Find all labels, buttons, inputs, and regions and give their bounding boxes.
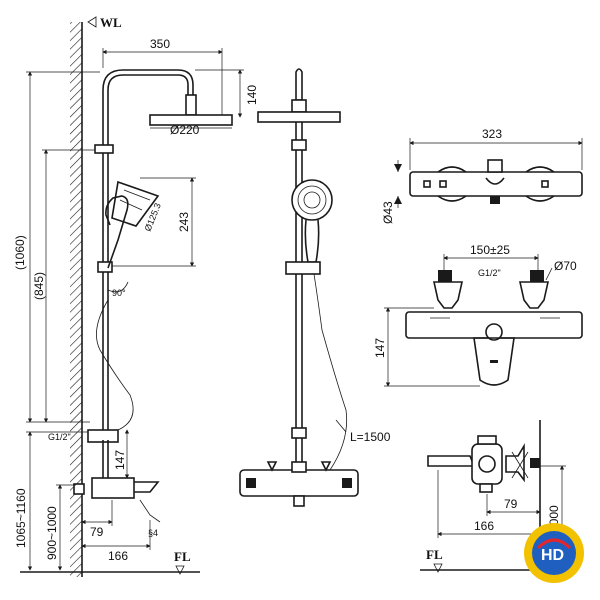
hose-side <box>96 299 134 431</box>
dim-plan-width: 323 <box>482 127 502 141</box>
mixer-front <box>239 469 359 497</box>
side-view: WL 350 140 Ø220 Ø125.3 2 <box>13 15 259 577</box>
wall-hatch <box>70 22 82 577</box>
inlet-right <box>519 281 549 309</box>
slide-holder <box>97 261 113 273</box>
svg-text:§4: §4 <box>148 528 158 538</box>
dim-angle: 90° <box>112 288 126 298</box>
diverter-knob <box>485 323 503 341</box>
dim-hose-length: L=1500 <box>350 430 391 444</box>
dim-centers: 150±25 <box>470 243 510 257</box>
dim-head-drop: 140 <box>245 85 259 105</box>
inlet-left <box>433 281 463 309</box>
dim-outlet-height: 147 <box>113 450 127 470</box>
dim-detail-79: 79 <box>504 497 518 511</box>
dim-rail-height: (845) <box>32 272 46 300</box>
dim-hand-shower: Ø125.3 <box>143 202 163 233</box>
dim-total-height: (1060) <box>13 235 27 270</box>
mixer-side <box>91 477 135 499</box>
dim-mid-height: 147 <box>373 338 387 358</box>
dim-mid-thread: G1/2" <box>478 268 501 278</box>
wl-label: WL <box>100 15 122 30</box>
overhead-shower-front <box>257 111 341 123</box>
dim-plan-diameter: Ø43 <box>381 201 395 224</box>
spout-side <box>134 481 160 493</box>
fl-label-left: FL <box>174 549 191 564</box>
fl-label-right: FL <box>426 547 443 562</box>
dim-mount-range-total: 1065~1160 <box>14 488 28 548</box>
fl-marker-icon <box>175 565 185 575</box>
mixer-front-detail: 150±25 G1/2" Ø70 147 <box>373 243 583 387</box>
shower-arm <box>102 69 194 95</box>
fl-marker-right-icon <box>433 563 443 573</box>
dim-escutcheon: Ø70 <box>554 259 577 273</box>
dim-arm-length: 350 <box>150 37 170 51</box>
hand-shower-side <box>105 195 129 269</box>
dim-hand-height: 243 <box>177 212 191 232</box>
dim-detail-166: 166 <box>474 519 494 533</box>
brand-logo: HD <box>524 523 584 583</box>
slide-holder-front <box>285 261 321 275</box>
front-view: L=1500 <box>239 68 391 507</box>
dim-head-diameter: Ø220 <box>170 123 200 137</box>
spout-front <box>473 337 515 386</box>
dim-inlet-thread: G1/2" <box>48 432 71 442</box>
spout-side-detail <box>427 455 476 467</box>
plan-view: 323 Ø43 <box>381 127 583 224</box>
dim-offset-79: 79 <box>90 525 104 539</box>
dim-mount-range-mixer: 900~1000 <box>45 506 59 560</box>
logo-text: HD <box>541 547 564 564</box>
hose-front <box>313 273 347 471</box>
dim-offset-166: 166 <box>108 549 128 563</box>
overhead-shower-side <box>149 114 233 126</box>
wl-marker-icon <box>87 16 97 28</box>
